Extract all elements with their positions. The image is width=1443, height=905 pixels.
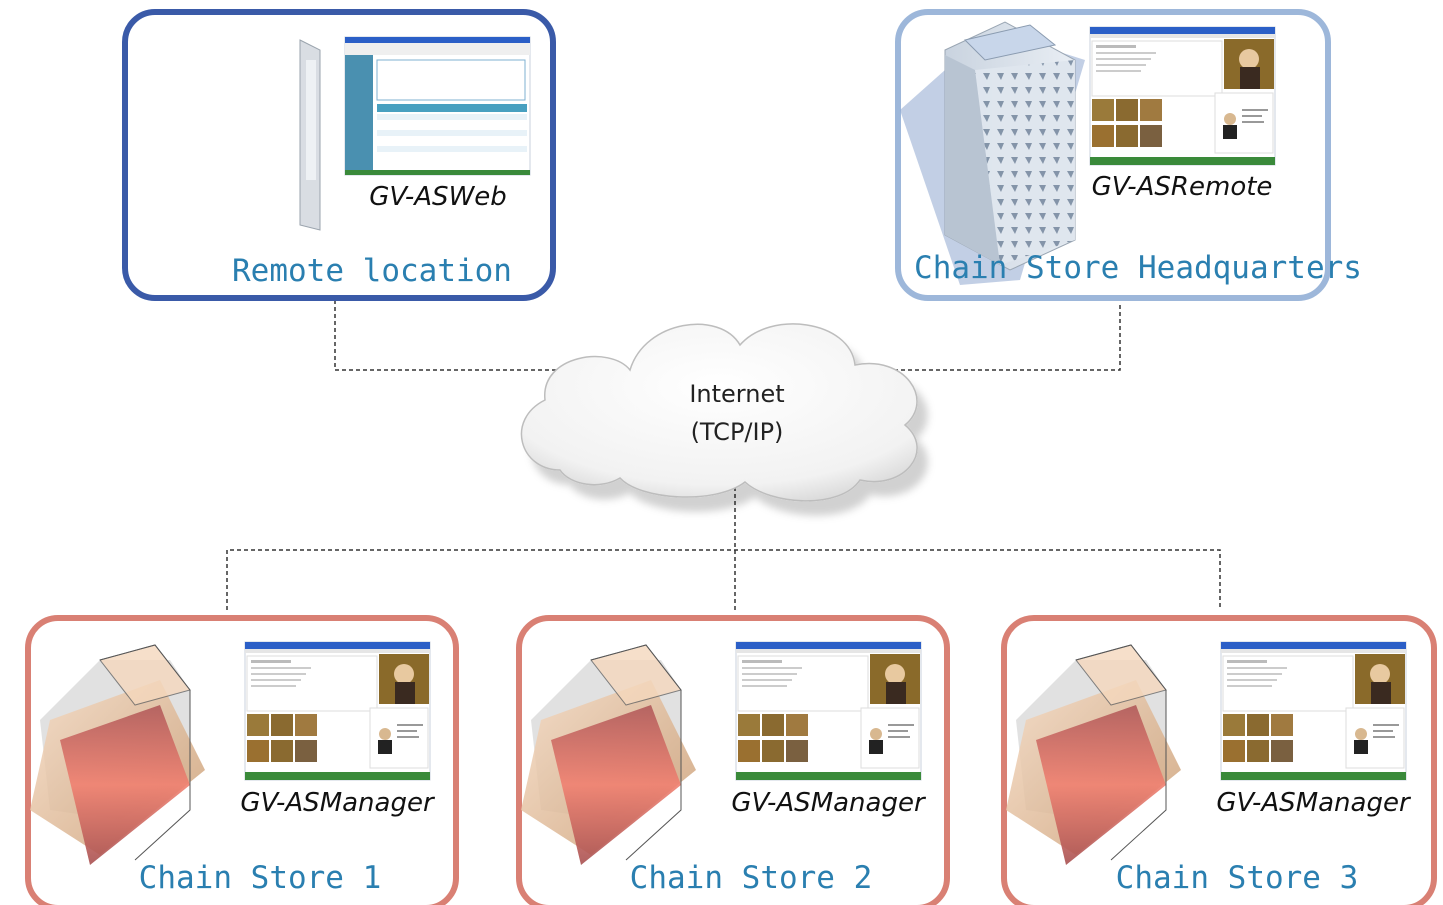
remote-location-label: Remote location [232,253,512,289]
store-location-label: Chain Store 1 [139,860,382,896]
asmanager-screenshot [244,641,431,781]
laptop-icon [299,39,321,231]
remote-location-box: GV-ASWeb Remote location [122,9,556,301]
store-location-label: Chain Store 3 [1116,860,1359,896]
chain-store-box-3: GV-ASManager Chain Store 3 [1001,615,1437,905]
internet-cloud [520,323,918,502]
connector-remote [334,300,640,371]
headquarters-software-label: GV-ASRemote [1092,172,1273,202]
headquarters-box: GV-ASRemote Chain Store Headquarters [895,9,1362,301]
connector-lines [226,300,1221,610]
store-software-label: GV-ASManager [731,788,927,818]
internet-label: Internet [689,380,784,408]
connector-headquarters [880,305,1121,371]
asmanager-screenshot [1220,641,1407,781]
store-software-label: GV-ASManager [1216,788,1412,818]
asmanager-screenshot [735,641,922,781]
asremote-screenshot [1089,26,1276,166]
chain-store-box-2: GV-ASManager Chain Store 2 [516,615,950,905]
connector-stores-bus [226,549,1221,610]
building-icon [900,21,1085,285]
web-screenshot [344,36,531,176]
store-software-label: GV-ASManager [240,788,436,818]
remote-software-label: GV-ASWeb [369,182,507,212]
chain-store-box-1: GV-ASManager Chain Store 1 [25,615,459,905]
internet-protocol-label: (TCP/IP) [691,418,784,446]
store-location-label: Chain Store 2 [630,860,873,896]
headquarters-location-label: Chain Store Headquarters [914,250,1362,286]
